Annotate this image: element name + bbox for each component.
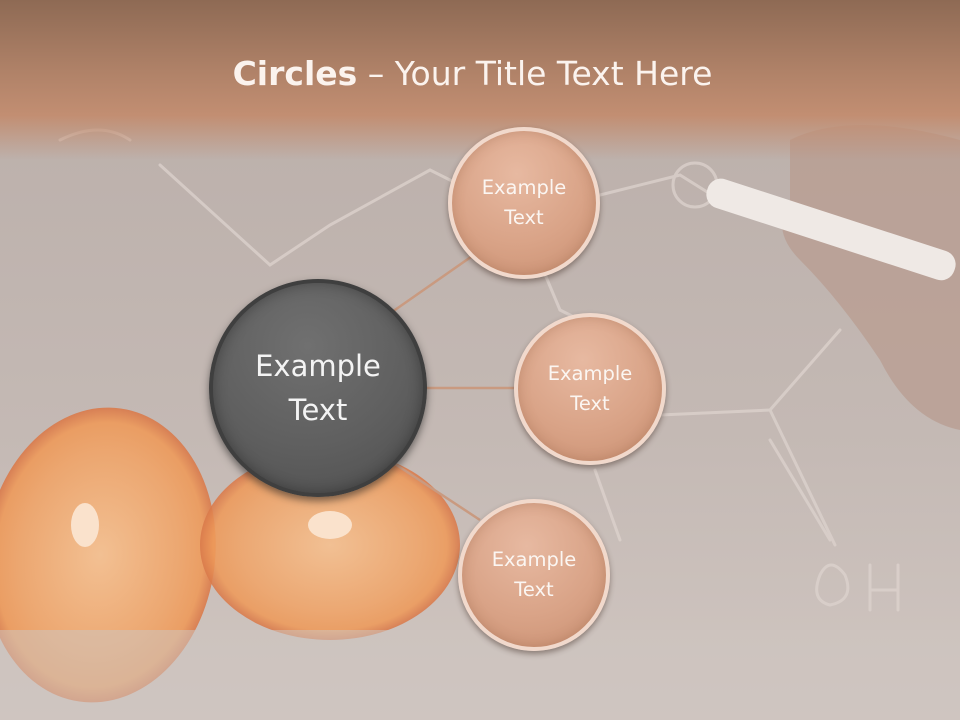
slide-title: Circles – Your Title Text Here: [0, 54, 945, 93]
node-circle-top[interactable]: Example Text: [448, 127, 600, 279]
hand-with-chalk: [706, 125, 960, 430]
connector-top: [391, 250, 479, 314]
orange-halves: [0, 407, 460, 703]
connector-bottom: [391, 460, 481, 522]
node-bottom-label: Example Text: [491, 548, 577, 601]
title-rest: – Your Title Text Here: [357, 54, 713, 93]
node-circle-middle[interactable]: Example Text: [514, 313, 666, 465]
node-middle-label: Example Text: [547, 362, 633, 415]
title-band: [0, 0, 960, 160]
node-circle-bottom[interactable]: Example Text: [458, 499, 610, 651]
node-top-label: Example Text: [481, 176, 567, 229]
center-circle[interactable]: Example Text: [209, 279, 427, 497]
title-bold: Circles: [232, 54, 358, 93]
center-circle-label: Example Text: [255, 349, 381, 427]
